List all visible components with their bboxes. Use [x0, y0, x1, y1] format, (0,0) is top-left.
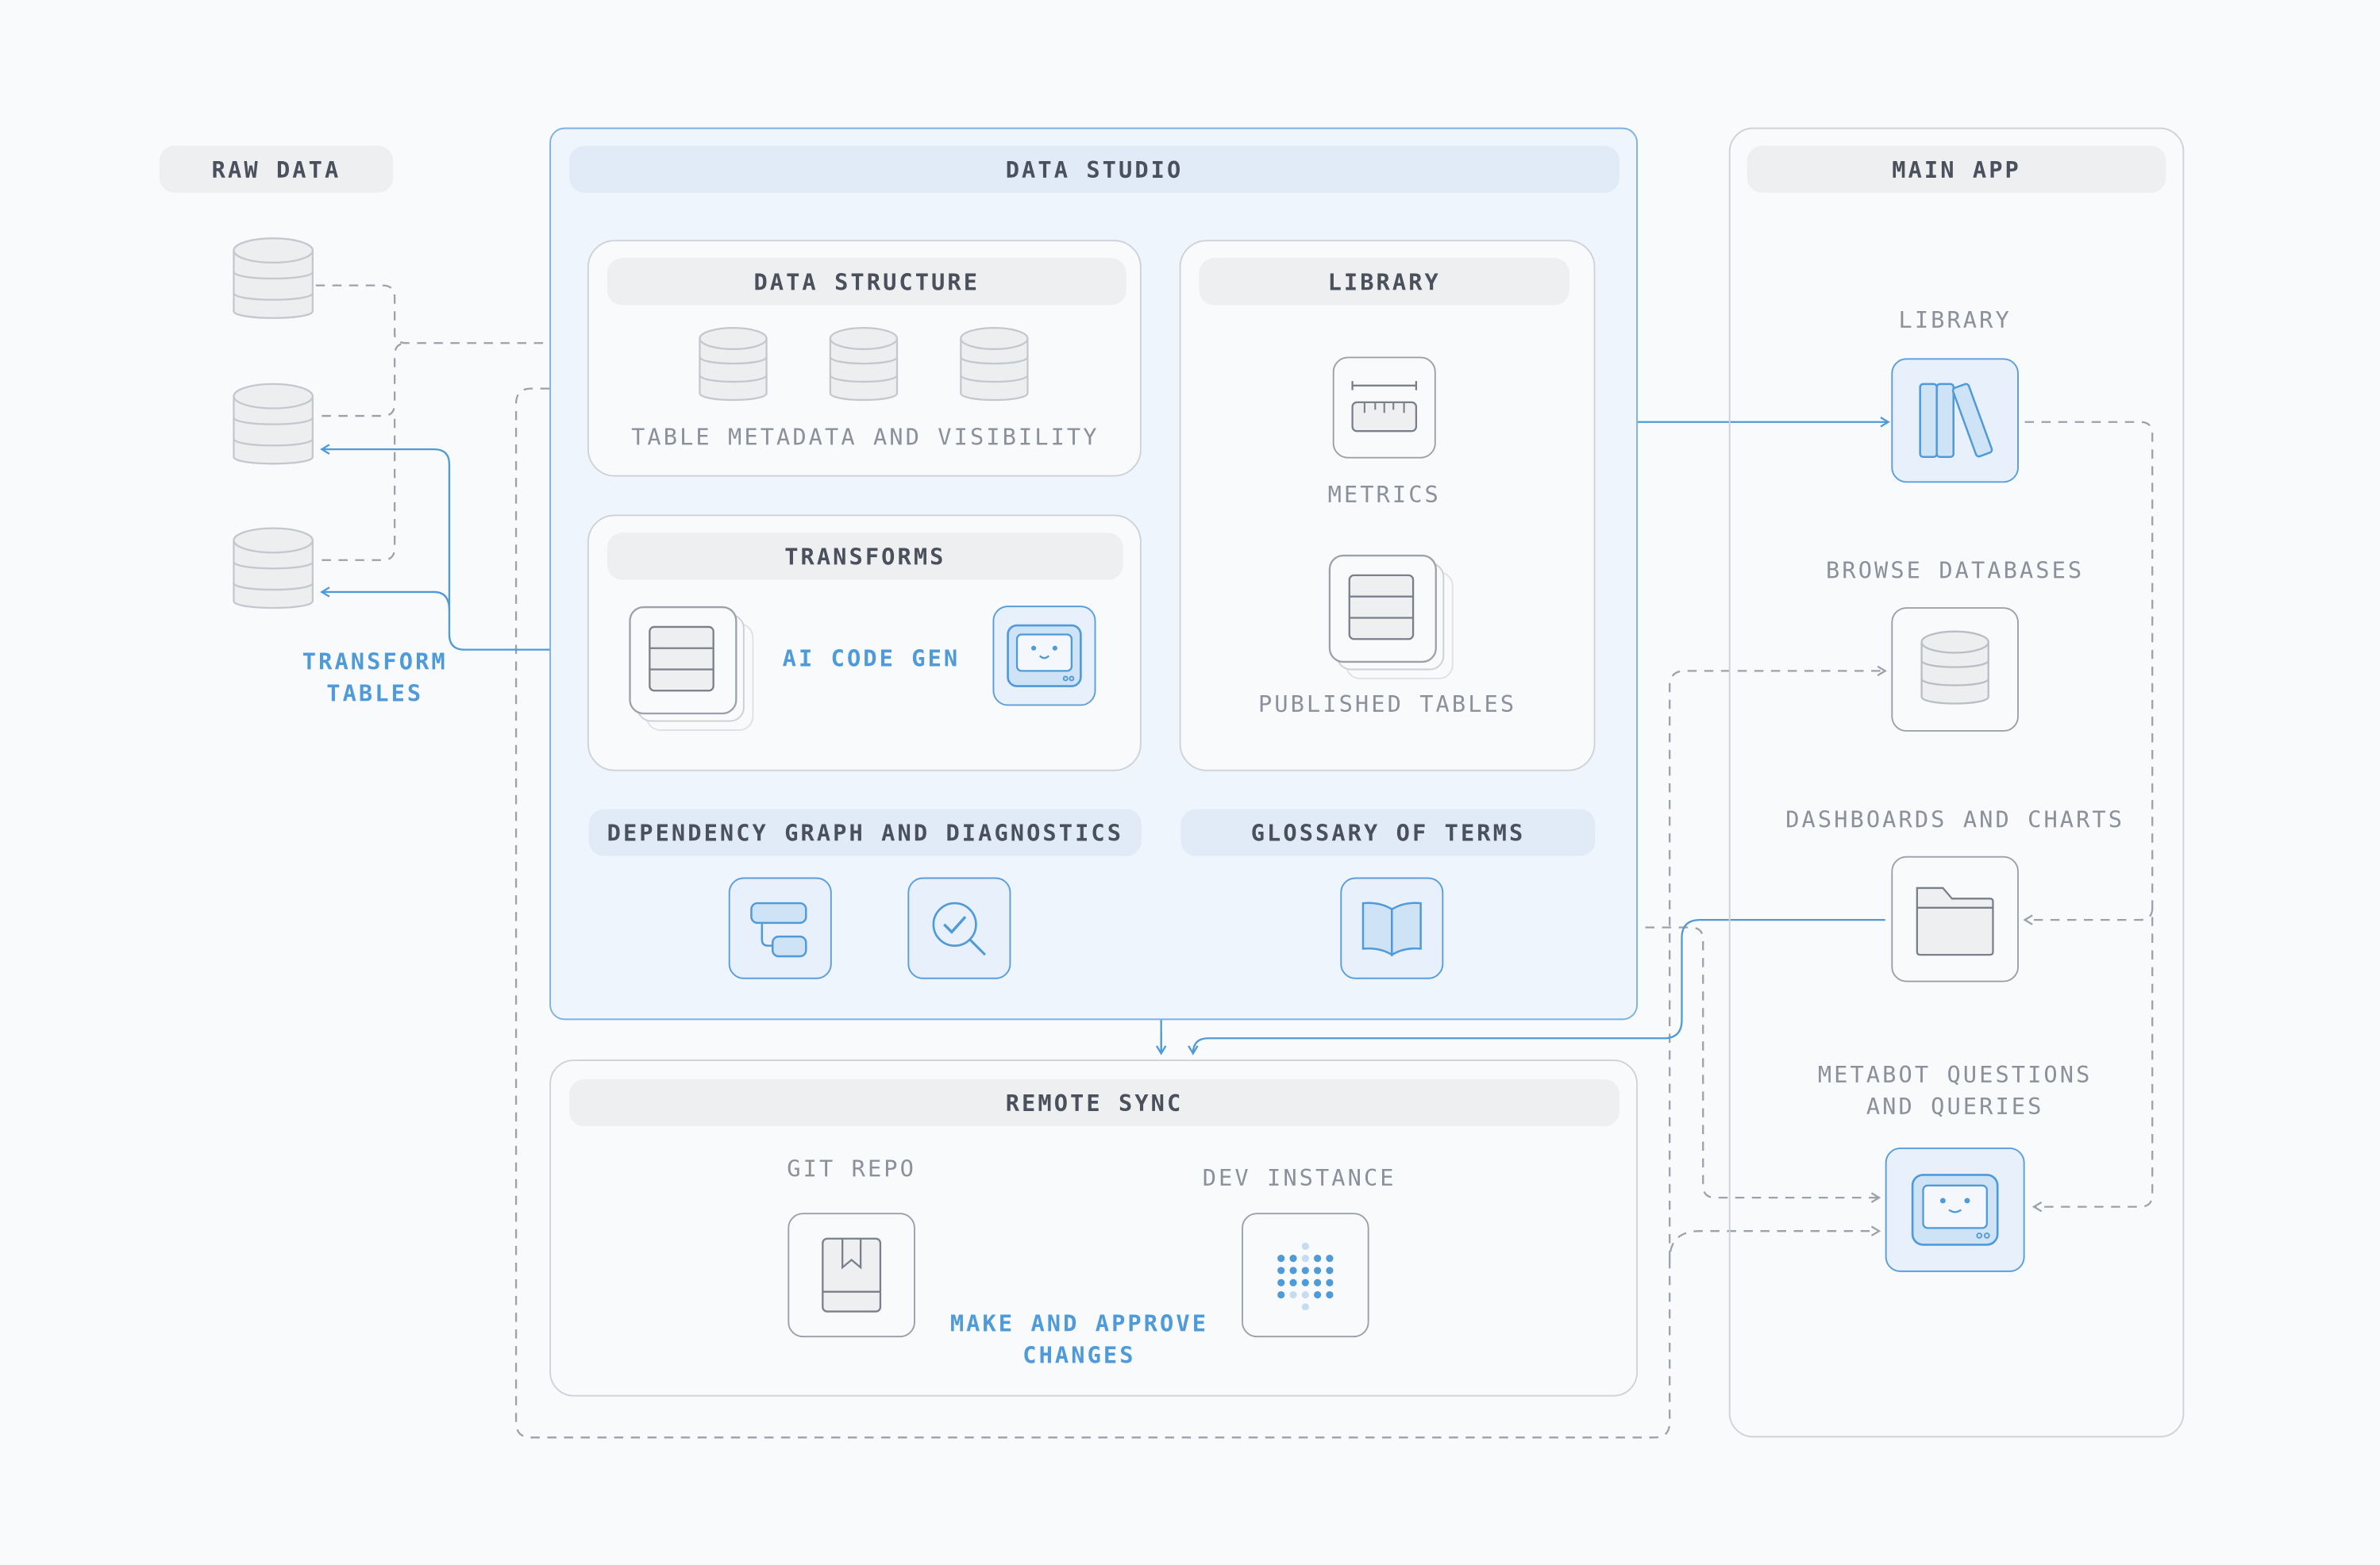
raw-db2-connector — [322, 342, 407, 417]
bookmark-book-icon — [822, 1237, 882, 1313]
dependency-title: DEPENDENCY GRAPH AND DIAGNOSTICS — [607, 818, 1124, 847]
dev-instance-box — [1242, 1213, 1369, 1338]
metabot-questions-line1: METABOT QUESTIONS — [1817, 1060, 2093, 1089]
browse-databases-box — [1891, 607, 2019, 732]
structure-database-1-icon — [699, 326, 768, 402]
browse-databases-label: BROWSE DATABASES — [1826, 556, 2085, 585]
transforms-to-raw-connector — [320, 444, 587, 651]
magnifier-check-icon — [932, 901, 986, 956]
raw-database-3-icon — [233, 527, 314, 609]
dependency-graph-box — [728, 877, 832, 979]
metabot-questions-line2: AND QUERIES — [1866, 1093, 2044, 1121]
transforms-header: TRANSFORMS — [607, 533, 1123, 580]
dev-instance-label: DEV INSTANCE — [1202, 1164, 1396, 1192]
library-right-connector — [2024, 421, 2154, 1213]
main-app-header: MAIN APP — [1746, 145, 2166, 193]
dashboards-box — [1891, 856, 2019, 982]
transform-tables-line1: TRANSFORM — [302, 648, 448, 676]
metabot-transform-box — [992, 606, 1096, 706]
published-tables-label: PUBLISHED TABLES — [1257, 690, 1517, 718]
dashboards-to-remote-connector — [1188, 918, 1885, 1056]
metabot-questions-box — [1885, 1148, 2025, 1272]
make-approve-line2: CHANGES — [1022, 1341, 1136, 1370]
open-book-icon — [1361, 901, 1422, 956]
metrics-box — [1332, 356, 1436, 459]
to-dashboards-connector — [2023, 907, 2154, 925]
transforms-table-stack-icon — [629, 606, 754, 731]
metrics-label: METRICS — [1327, 481, 1441, 509]
folder-icon — [1916, 886, 1994, 956]
library-header: LIBRARY — [1199, 258, 1570, 306]
main-app-title: MAIN APP — [1892, 156, 2021, 183]
dependency-header: DEPENDENCY GRAPH AND DIAGNOSTICS — [588, 809, 1142, 856]
dependency-graph-icon — [750, 901, 807, 957]
main-app-panel — [1728, 127, 2185, 1438]
raw-data-header: RAW DATA — [159, 145, 394, 193]
make-approve-line1: MAKE AND APPROVE — [949, 1309, 1209, 1338]
glossary-to-metabot-connector — [1445, 926, 1881, 1203]
data-studio-header: DATA STUDIO — [569, 145, 1620, 193]
transform-tables-label: TRANSFORM TABLES — [284, 647, 466, 710]
books-icon — [1919, 383, 1993, 458]
remote-sync-header: REMOTE SYNC — [569, 1079, 1620, 1127]
ruler-icon — [1351, 380, 1418, 432]
table-metadata-label: TABLE METADATA AND VISIBILITY — [631, 423, 1099, 452]
structure-database-2-icon — [829, 326, 899, 402]
raw-db3-connector — [322, 416, 396, 561]
git-repo-box — [788, 1213, 915, 1338]
metabot-icon — [1911, 1174, 1999, 1246]
raw-database-2-icon — [233, 383, 314, 465]
dashboards-label: DASHBOARDS AND CHARTS — [1785, 806, 2125, 834]
to-browse-connector — [1669, 665, 1887, 1260]
transforms-title: TRANSFORMS — [784, 542, 946, 571]
ai-code-gen-label: AI CODE GEN — [782, 644, 961, 673]
database-icon — [1920, 630, 1989, 705]
git-repo-label: GIT REPO — [787, 1155, 916, 1182]
data-structure-header: DATA STRUCTURE — [607, 258, 1126, 306]
library-title: LIBRARY — [1327, 267, 1441, 296]
glossary-title: GLOSSARY OF TERMS — [1250, 818, 1526, 847]
transform-tables-line2: TABLES — [326, 679, 424, 708]
metabot-questions-label: METABOT QUESTIONS AND QUERIES — [1773, 1059, 2137, 1123]
glossary-header: GLOSSARY OF TERMS — [1180, 809, 1596, 856]
structure-database-3-icon — [960, 326, 1029, 402]
data-structure-title: DATA STRUCTURE — [753, 267, 980, 296]
data-studio-title: DATA STUDIO — [1005, 156, 1184, 183]
diagnostics-box — [907, 877, 1011, 979]
make-approve-changes-label: MAKE AND APPROVE CHANGES — [927, 1309, 1230, 1372]
outer-loop-connector — [514, 387, 1881, 1439]
transforms-to-raw3-connector — [320, 586, 451, 610]
main-library-label: LIBRARY — [1898, 306, 2012, 334]
remote-sync-title: REMOTE SYNC — [1005, 1089, 1184, 1117]
published-tables-stack-icon — [1328, 554, 1454, 679]
raw-to-structure-connector — [315, 284, 587, 348]
library-card — [1179, 240, 1596, 771]
raw-database-1-icon — [233, 237, 314, 319]
glossary-box — [1340, 877, 1444, 979]
main-library-box — [1891, 358, 2019, 483]
raw-data-title: RAW DATA — [211, 156, 341, 183]
metabase-logo-icon — [1277, 1242, 1334, 1310]
metabot-icon — [1007, 624, 1082, 687]
